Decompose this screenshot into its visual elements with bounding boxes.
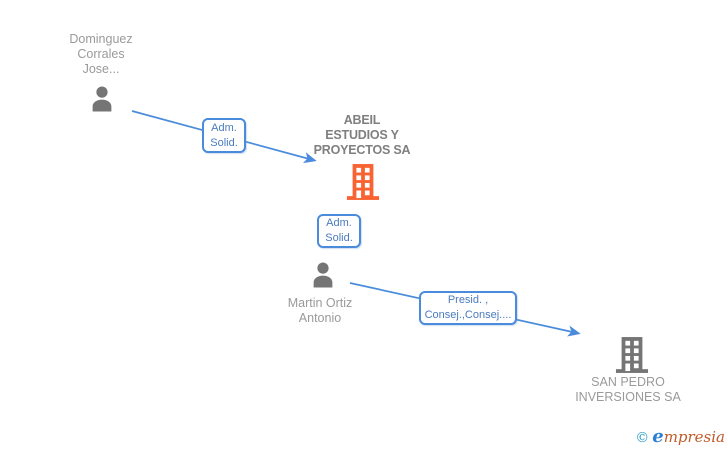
node-person1-name-line: Dominguez [69,32,133,46]
copyright-symbol: © [635,430,650,446]
edge-label-line: Adm. [211,121,237,134]
edge-label-line: Consej.,Consej.... [424,309,512,321]
node-person2-name-line: Antonio [298,311,342,325]
edge-label-adm-solid-2[interactable]: Adm. Solid. [317,214,361,248]
edge-label-line: Presid. , [447,294,489,306]
node-company2-name-line: SAN PEDRO [591,375,665,389]
brand-text: mpresia [663,428,725,446]
node-company1-name[interactable]: ABEIL ESTUDIOS Y PROYECTOS SA [297,113,427,158]
node-company1-name-line: ABEIL [343,113,381,127]
node-person1-name[interactable]: Dominguez Corrales Jose... [36,32,166,77]
edge-label-presid-consej[interactable]: Presid. , Consej.,Consej.... [419,291,517,325]
node-company1-name-line: ESTUDIOS Y [325,128,399,142]
office-building-icon[interactable] [346,163,380,206]
brand-initial: e [652,426,664,447]
person-icon[interactable] [308,260,338,295]
office-building-icon[interactable] [615,336,649,379]
edge-label-line: Adm. [326,217,352,229]
node-person1-name-line: Corrales [77,47,125,61]
node-person2-name-line: Martin Ortiz [287,296,353,310]
node-company2-name-line: INVERSIONES SA [575,390,681,404]
node-company2-name[interactable]: SAN PEDRO INVERSIONES SA [563,375,693,405]
node-person2-name[interactable]: Martin Ortiz Antonio [255,296,385,326]
node-person1-name-line: Jose... [82,62,120,76]
edge-label-line: Solid. [325,232,353,244]
edge-label-adm-solid-1[interactable]: Adm. Solid. [202,118,246,153]
person-icon[interactable] [87,84,117,119]
empresia-logo[interactable]: ©empresia [635,426,725,447]
edge-label-line: Solid. [210,136,238,149]
node-company1-name-line: PROYECTOS SA [313,143,411,157]
